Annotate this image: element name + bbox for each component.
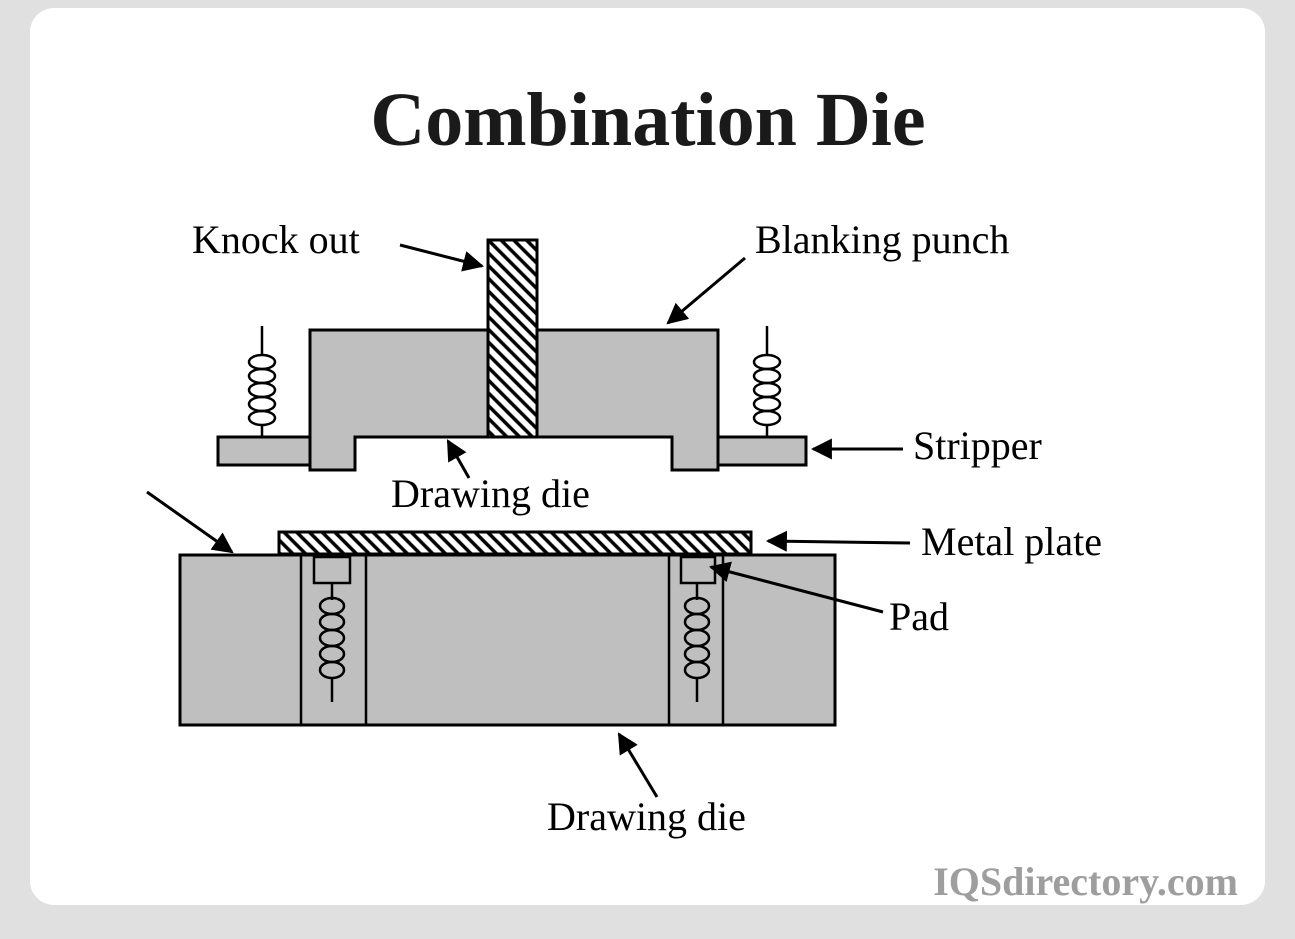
arrow-drawing-die-upper [446,439,471,479]
page-title: Combination Die [370,78,925,162]
drawing-die-block [178,553,837,727]
arrow-knock-out [399,243,485,272]
arrow-unlabeled-left [146,490,234,554]
arrow-blanking-punch [666,256,746,325]
spring-lower-right [683,583,711,702]
punch-holder-assembly [216,238,808,472]
spring-lower-left [318,583,346,702]
spring-upper-right [752,326,782,437]
label-pad: Pad [889,594,949,639]
arrow-drawing-die-lower [617,732,659,798]
spring-upper-left [247,326,277,437]
stripper-flange-left [216,435,312,467]
knockout-punch-bar [486,238,539,439]
label-stripper: Stripper [913,423,1042,468]
watermark-text: IQSdirectory.com [933,859,1238,904]
label-knock-out: Knock out [192,217,360,262]
arrow-metal-plate [765,530,911,552]
stripper-flange-right [716,435,808,467]
drawing-die-assembly [178,553,837,727]
label-metal-plate: Metal plate [921,519,1102,564]
arrow-pad [708,561,884,614]
label-blanking-punch: Blanking punch [755,217,1009,262]
label-drawing-die-upper: Drawing die [391,471,590,516]
metal-plate-bar [277,530,753,556]
label-drawing-die-lower: Drawing die [547,794,746,839]
